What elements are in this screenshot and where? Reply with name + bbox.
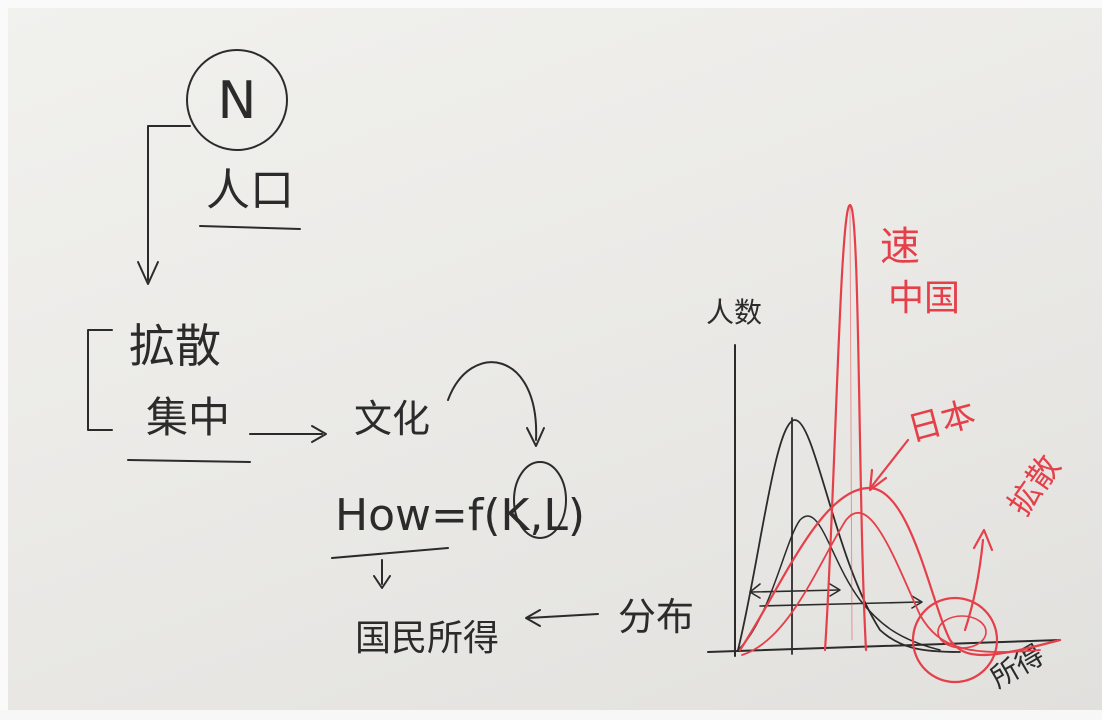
red-secondary-curve — [741, 512, 1041, 656]
formula-down-arrowhead — [373, 575, 391, 589]
graph-x-axis — [707, 639, 1061, 653]
n-letter: N — [218, 71, 257, 131]
japan-distribution-curve — [738, 486, 1062, 657]
growth-arrow-line — [963, 538, 985, 632]
concentration-to-culture-arrowhead — [311, 425, 327, 443]
spread-arrow-1-head — [829, 583, 841, 597]
y-axis-label: 人数 — [706, 296, 762, 329]
culture-to-k-arrowhead — [526, 427, 545, 447]
japan-pointer-head — [868, 468, 888, 492]
concentration-label: 集中 — [146, 393, 230, 442]
photo-border-top — [0, 0, 1102, 8]
bracket — [87, 329, 113, 431]
growth-label: 拡散 — [1000, 448, 1068, 522]
n-down-arrow-line — [147, 125, 191, 281]
formula-underline — [331, 547, 449, 559]
population-underline — [199, 225, 301, 230]
concentration-underline — [127, 459, 251, 463]
speed-label: 速 — [880, 224, 920, 270]
black-distribution-curve-1 — [737, 419, 961, 653]
japan-pointer — [870, 438, 910, 488]
formula-text: How=f(K,L) — [335, 490, 585, 541]
china-spike-center — [849, 204, 853, 641]
culture-to-k-arrow — [447, 361, 538, 441]
photo-border-bottom — [0, 710, 1102, 720]
photo-border-left — [0, 0, 8, 720]
n-circle — [186, 49, 288, 151]
china-spike-curve — [823, 203, 868, 652]
tail-highlight-circle — [911, 596, 999, 684]
japan-label: 日本 — [904, 394, 980, 450]
x-axis-label: 所得 — [985, 638, 1050, 695]
population-label: 人口 — [206, 165, 294, 216]
spread-arrow-1-tail — [749, 583, 761, 599]
culture-label: 文化 — [354, 397, 430, 441]
distribution-arrowhead — [525, 609, 541, 627]
growth-arrowhead — [972, 528, 994, 552]
black-distribution-curve-2 — [737, 515, 941, 651]
distribution-arrow-line — [527, 613, 599, 619]
n-down-arrow-head — [137, 261, 159, 285]
k-circle — [513, 461, 567, 539]
diffusion-label: 拡散 — [129, 319, 221, 373]
spread-arrow-1 — [751, 589, 839, 593]
distribution-label: 分布 — [618, 595, 694, 639]
spread-arrow-2 — [759, 601, 921, 607]
tail-inner-scribble — [937, 615, 987, 649]
china-label: 中国 — [888, 278, 960, 319]
national-income-label: 国民所得 — [355, 618, 499, 659]
